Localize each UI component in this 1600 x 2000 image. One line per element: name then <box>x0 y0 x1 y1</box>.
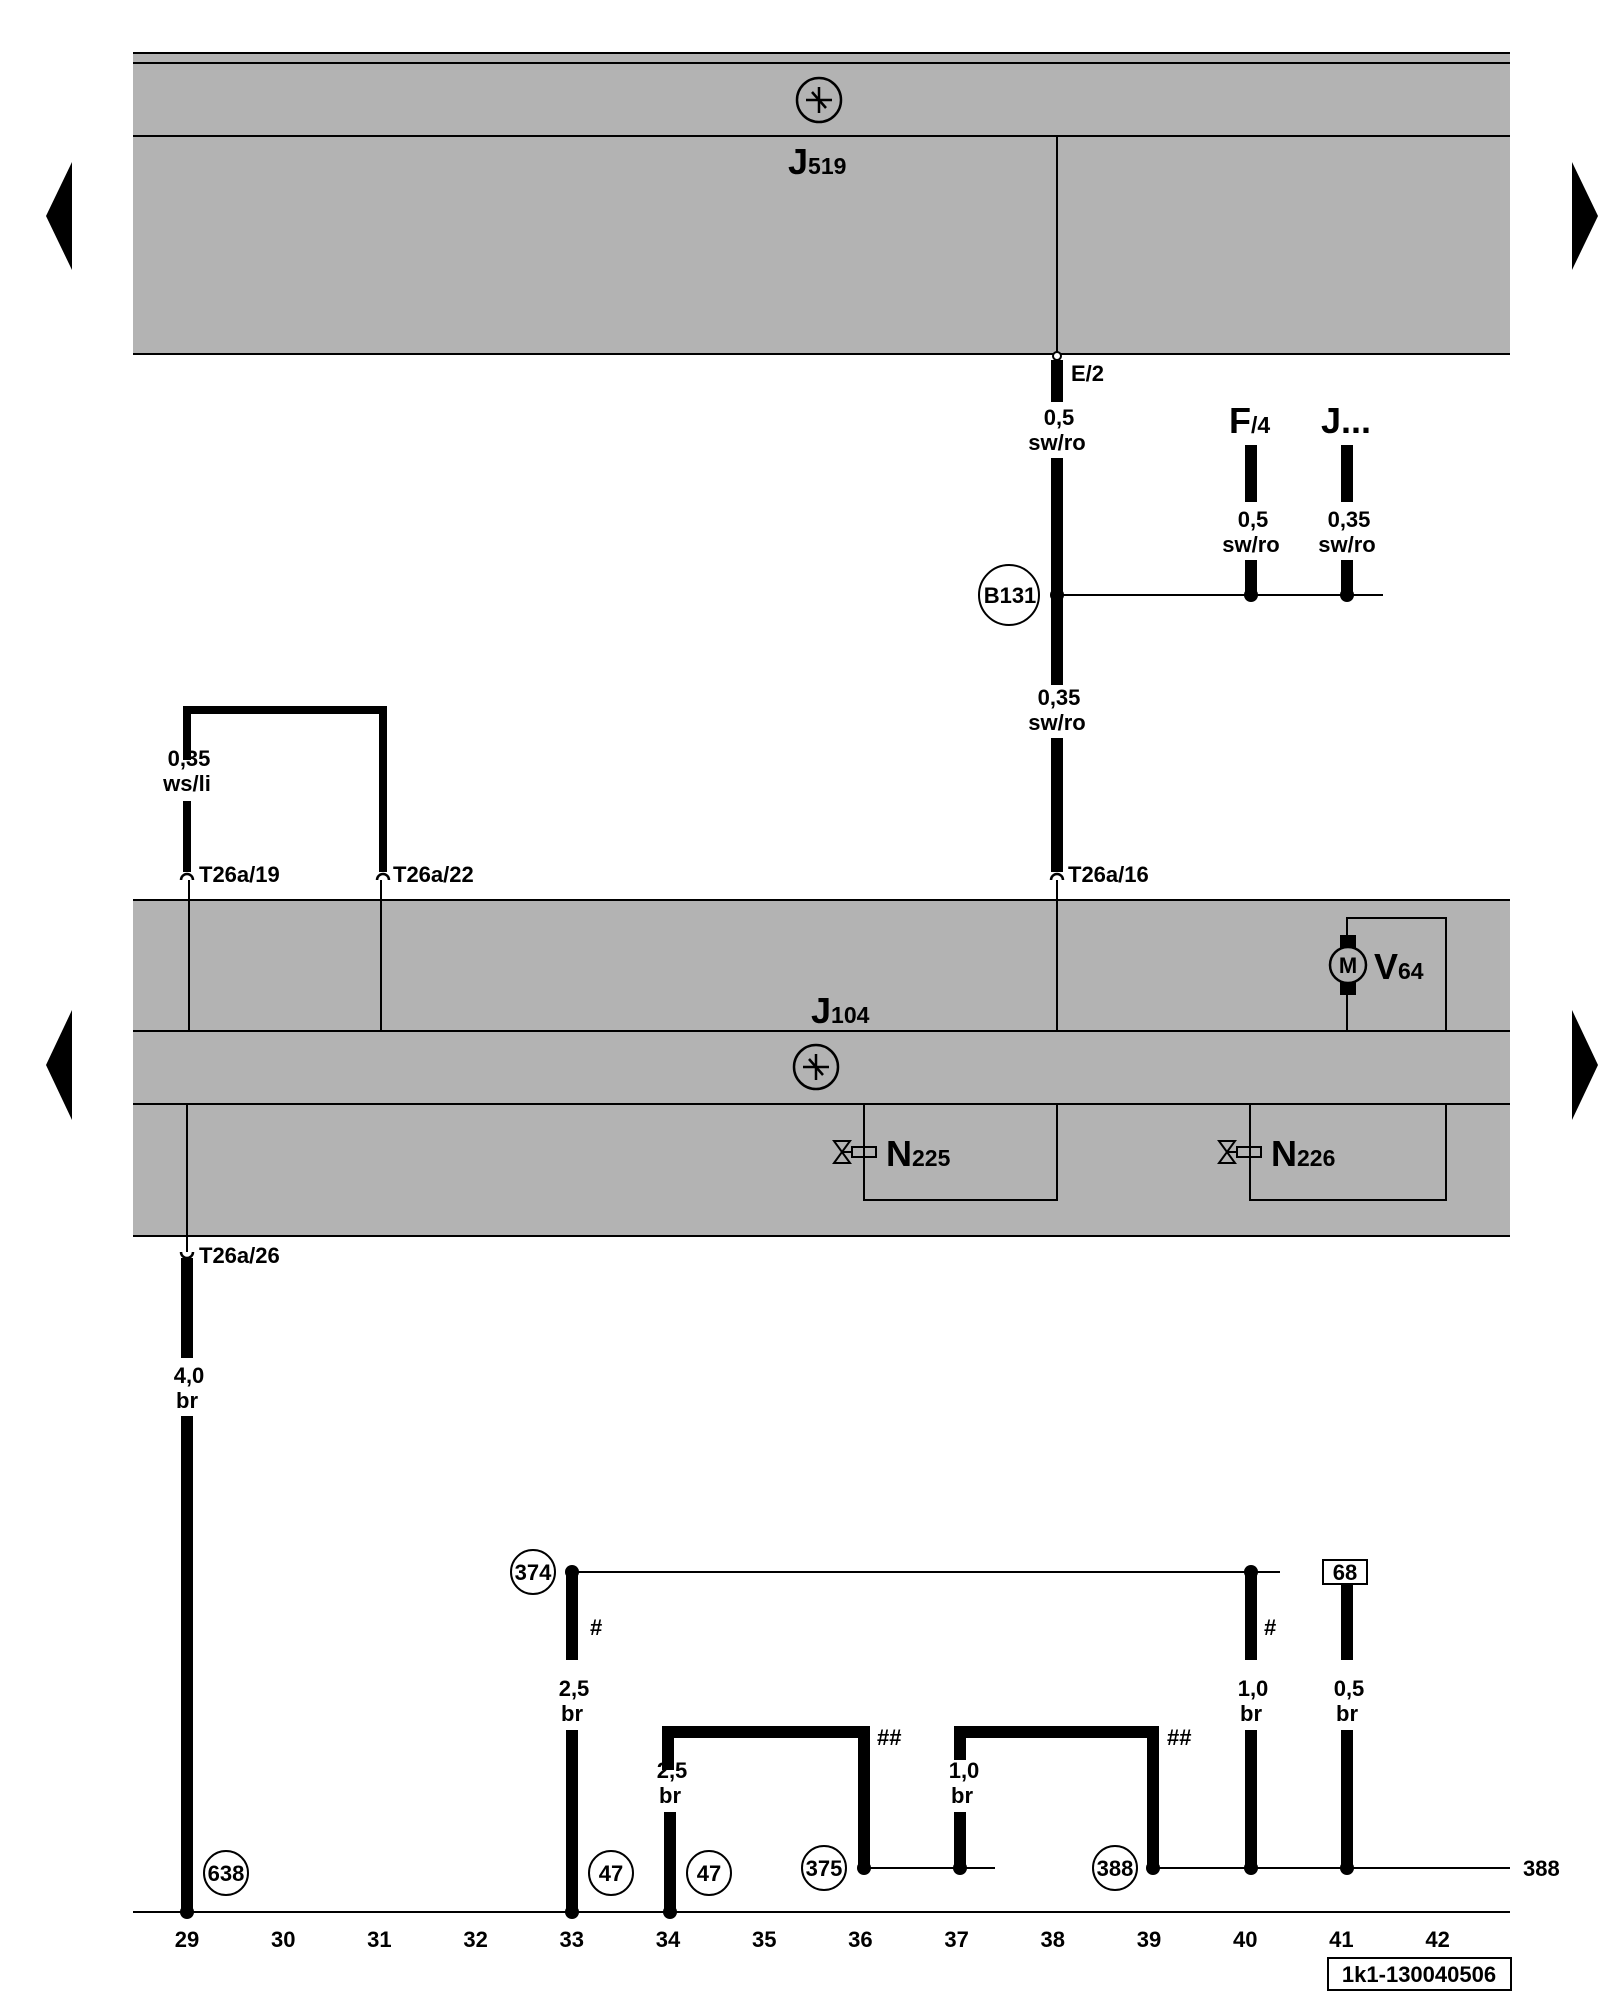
t26a16-connector-label: T26a/16 <box>1068 862 1149 887</box>
track-number-35: 35 <box>752 1927 776 1952</box>
double-hash-marker-36: ## <box>877 1725 901 1750</box>
g47b-ground-circle <box>686 1850 732 1896</box>
t26a26-connector-label: T26a/26 <box>199 1243 280 1268</box>
e2-connector-label: E/2 <box>1071 361 1104 386</box>
e2-pin <box>1052 351 1062 361</box>
track-number-41: 41 <box>1329 1927 1353 1952</box>
track-number-36: 36 <box>848 1927 872 1952</box>
electronic-unit-icon-mid <box>792 1043 840 1091</box>
j104-module <box>133 880 1510 1252</box>
n225-label: N225 <box>886 1133 951 1174</box>
g47b-label: 47 <box>697 1861 721 1886</box>
wire-f4-color: sw/ro <box>1222 532 1279 557</box>
wire-f4-size: 0,5 <box>1238 507 1269 532</box>
hash-marker-33: # <box>590 1615 602 1640</box>
motor-icon <box>1328 945 1368 985</box>
n226-label: N226 <box>1271 1133 1335 1174</box>
continuation-388: 388 <box>1523 1856 1560 1881</box>
next-page-arrow-bottom[interactable] <box>1572 1010 1598 1120</box>
j519-module <box>133 52 1510 355</box>
j-more-node <box>1340 588 1354 602</box>
f4-label: F/4 <box>1229 400 1270 441</box>
wire-33-size: 2,5 <box>559 1676 590 1701</box>
t26a19-pin <box>179 872 195 881</box>
double-hash-marker-39: ## <box>1167 1725 1191 1750</box>
wire-bridge-color: ws/li <box>162 771 211 796</box>
s374-label: 374 <box>515 1560 552 1585</box>
t26a22-connector-label: T26a/22 <box>393 862 474 887</box>
s375-label: 375 <box>806 1856 843 1881</box>
ref-box-68-label: 68 <box>1333 1560 1357 1585</box>
wire-bridge-size: 0,35 <box>168 746 211 771</box>
g47a-label: 47 <box>599 1861 623 1886</box>
track-number-42: 42 <box>1425 1927 1449 1952</box>
node-41 <box>1340 1861 1354 1875</box>
track-number-38: 38 <box>1041 1927 1065 1952</box>
t26a22-pin <box>375 872 391 881</box>
electronic-unit-icon-top <box>795 76 843 124</box>
wire-37-size: 1,0 <box>949 1758 980 1783</box>
wire-40-color: br <box>1240 1701 1262 1726</box>
j519-label: J519 <box>788 141 846 182</box>
motor-symbol: M <box>1339 953 1357 978</box>
prev-page-arrow-top[interactable] <box>46 162 72 270</box>
wire-34-color: br <box>659 1783 681 1808</box>
s388-splice-circle <box>1092 1845 1138 1891</box>
track-number-40: 40 <box>1233 1927 1257 1952</box>
track-number-30: 30 <box>271 1927 295 1952</box>
b131-label: B131 <box>984 583 1037 608</box>
t26a26-pin <box>179 1251 195 1260</box>
wire-34-loop <box>662 1726 870 1868</box>
track-number-29: 29 <box>175 1927 199 1952</box>
n225-circuit-line <box>863 1104 1058 1201</box>
track-numbers: 29 30 31 32 33 34 35 36 37 38 39 40 41 42 <box>175 1927 1450 1952</box>
node-40 <box>1244 1861 1258 1875</box>
wire-37-loop <box>954 1726 1159 1868</box>
wire-40-size: 1,0 <box>1238 1676 1269 1701</box>
track-number-32: 32 <box>463 1927 487 1952</box>
t26a16-pin <box>1049 872 1065 881</box>
n226-circuit-line <box>1249 1104 1447 1201</box>
diagram-id-box <box>1327 1957 1512 1991</box>
wire-e2-color: sw/ro <box>1028 430 1085 455</box>
j104-label: J104 <box>811 990 870 1031</box>
wire-ground-color: br <box>176 1388 198 1413</box>
g47a-ground-circle <box>588 1850 634 1896</box>
hash-marker-40: # <box>1264 1615 1276 1640</box>
wire-t26a16-size: 0,35 <box>1038 685 1081 710</box>
track-number-34: 34 <box>656 1927 681 1952</box>
wire-t26a16-color: sw/ro <box>1028 710 1085 735</box>
track-number-39: 39 <box>1137 1927 1161 1952</box>
diagram-id: 1k1-130040506 <box>1342 1962 1496 1987</box>
track-number-31: 31 <box>367 1927 391 1952</box>
t26a19-connector-label: T26a/19 <box>199 862 280 887</box>
wire-34-size: 2,5 <box>657 1758 688 1783</box>
wire-33-color: br <box>561 1701 583 1726</box>
s375-splice-circle <box>801 1845 847 1891</box>
valve-icon-n226 <box>1217 1140 1262 1164</box>
wire-j-more-color: sw/ro <box>1318 532 1375 557</box>
b131-splice-circle <box>978 564 1040 626</box>
track-number-37: 37 <box>944 1927 968 1952</box>
wire-j-more-size: 0,35 <box>1328 507 1371 532</box>
v64-label: V64 <box>1374 946 1424 987</box>
wire-bridge-loop <box>183 706 387 872</box>
wire-41-size: 0,5 <box>1334 1676 1365 1701</box>
wire-37-color: br <box>951 1783 973 1808</box>
next-page-arrow-top[interactable] <box>1572 162 1598 270</box>
wire-41-color: br <box>1336 1701 1358 1726</box>
j-more-label: J... <box>1321 400 1371 441</box>
f4-node <box>1244 588 1258 602</box>
wire-e2-size: 0,5 <box>1044 405 1075 430</box>
s388-label: 388 <box>1097 1856 1134 1881</box>
prev-page-arrow-bottom[interactable] <box>46 1010 72 1120</box>
s374-splice-circle <box>510 1549 556 1595</box>
track-number-33: 33 <box>560 1927 584 1952</box>
valve-icon-n225 <box>832 1140 877 1164</box>
wire-ground-size: 4,0 <box>174 1363 205 1388</box>
g638-ground-circle <box>203 1850 249 1896</box>
g638-label: 638 <box>208 1861 245 1886</box>
